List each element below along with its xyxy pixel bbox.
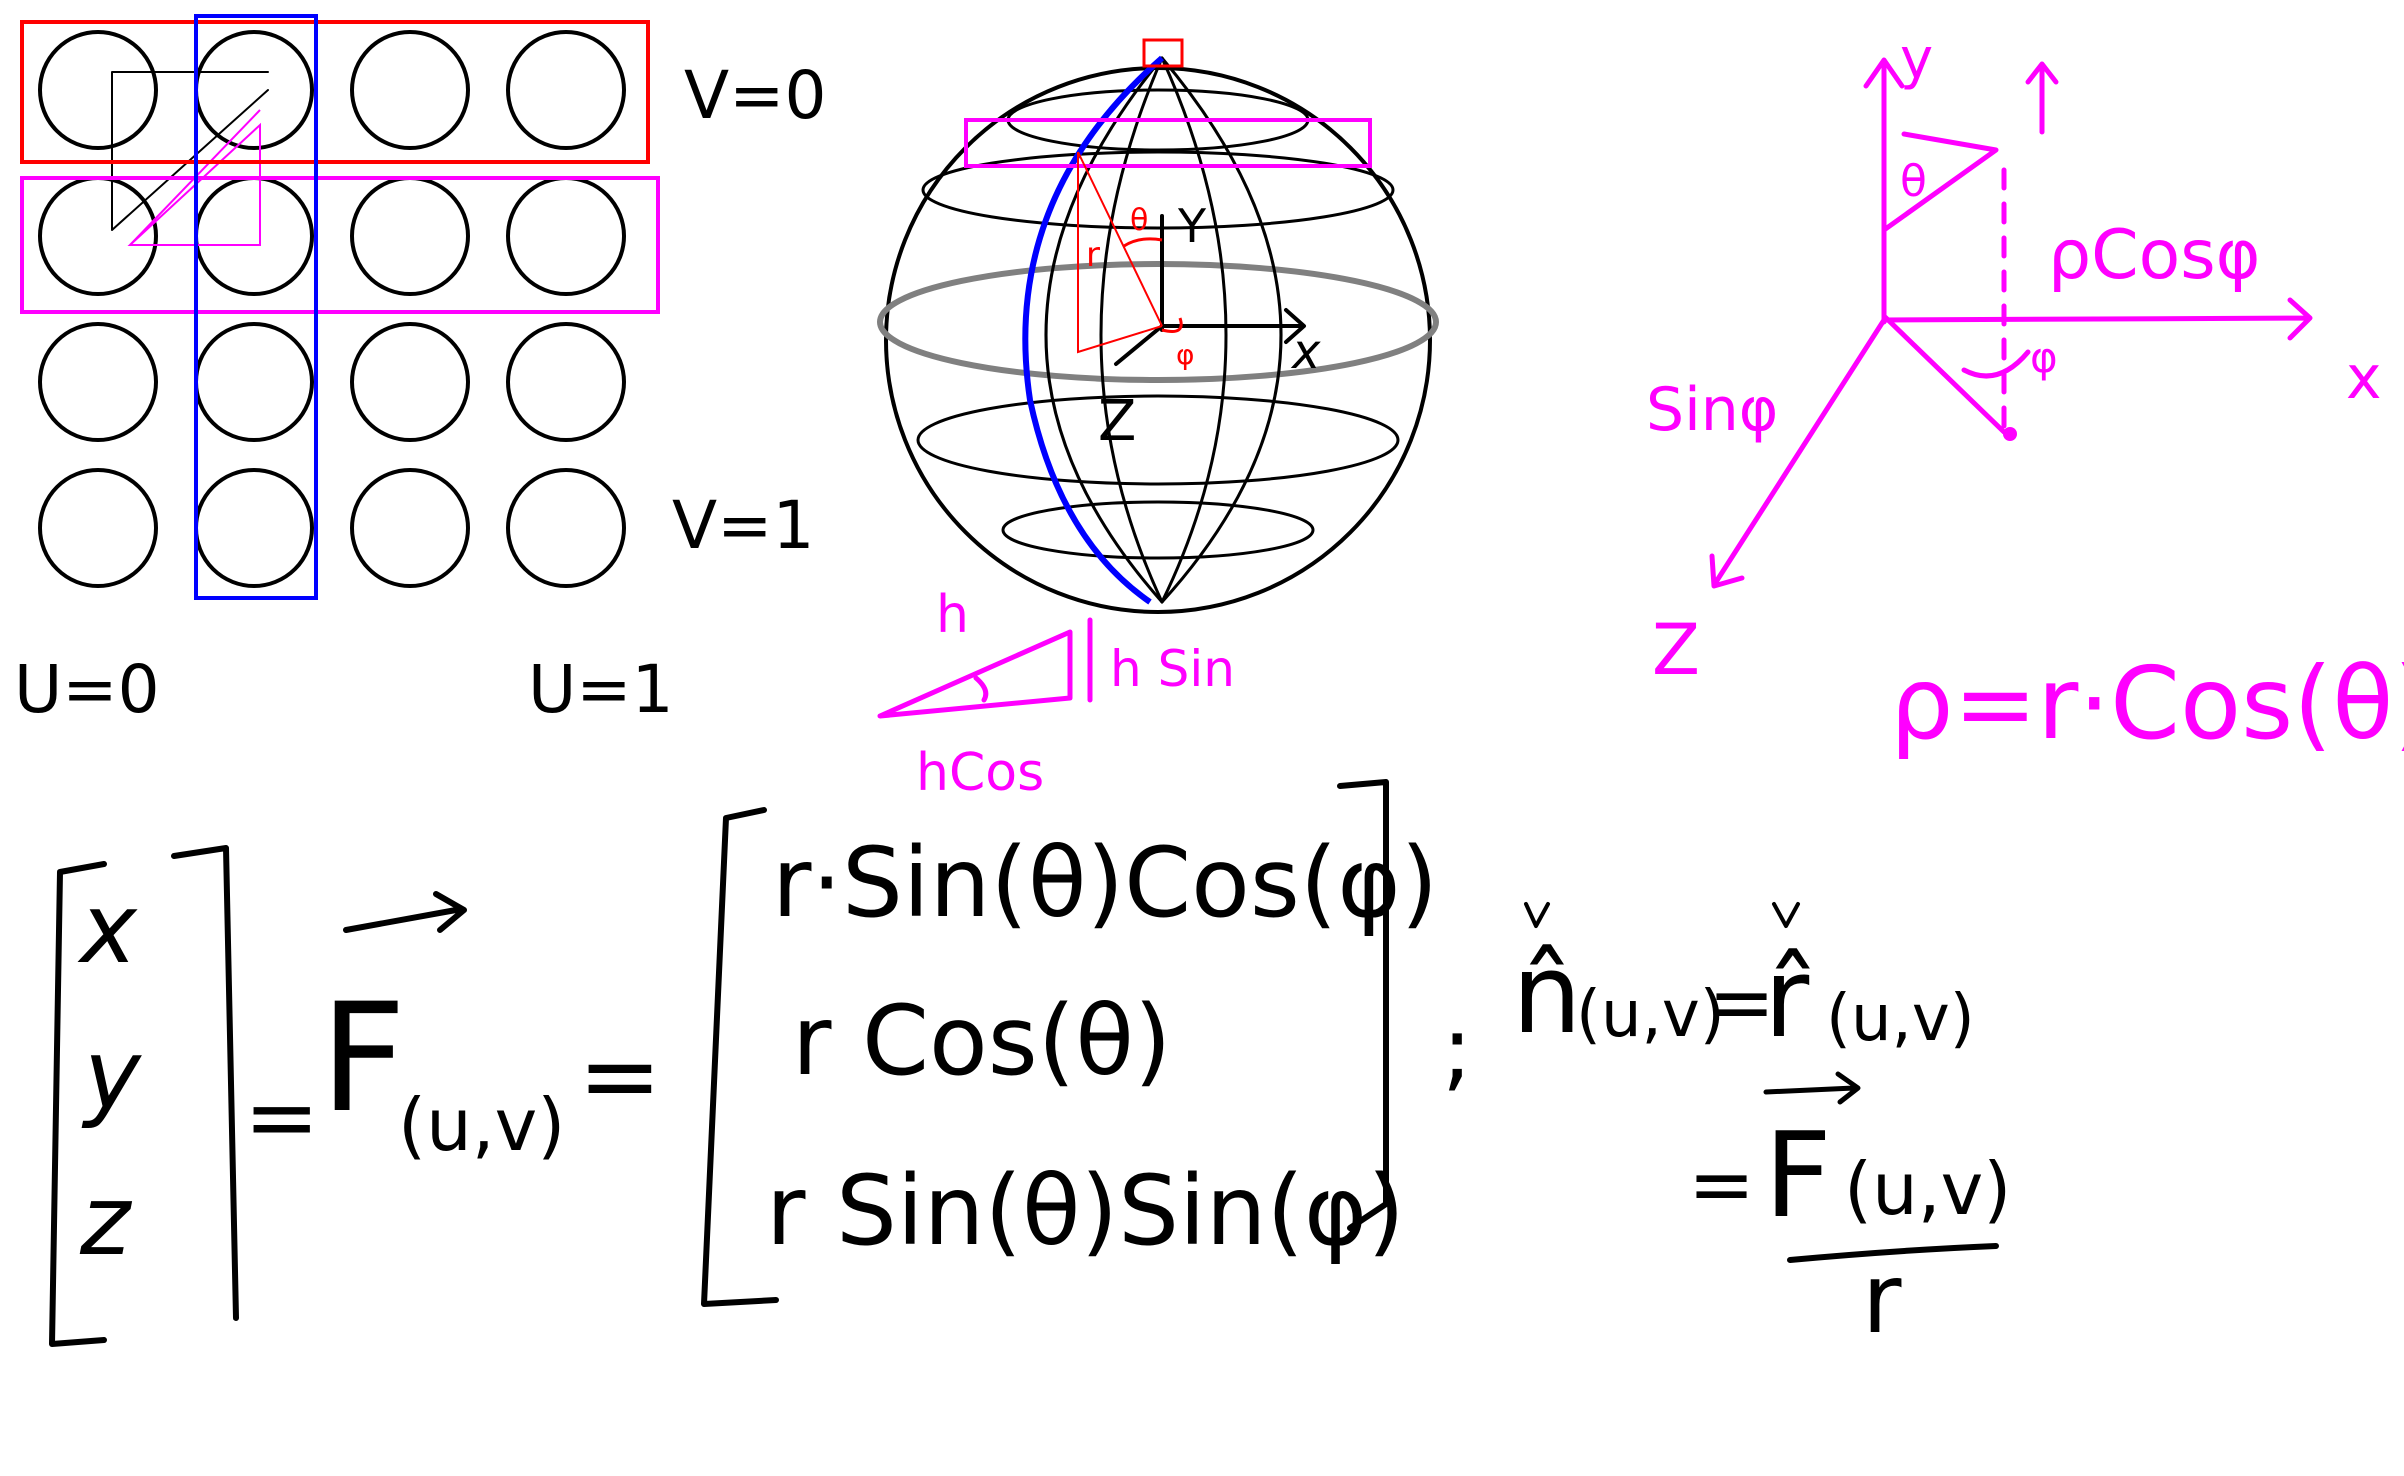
grid-circle: [506, 468, 626, 588]
rhs-bracket-left: [701, 807, 779, 1307]
r-subscript: (u,v): [1826, 982, 1975, 1056]
triangle-opp-label: h Sin: [1110, 640, 1235, 698]
rhs-row-1: r·Sin(θ)Cos(φ): [772, 827, 1438, 939]
grid-circle: [38, 30, 158, 150]
F-frac-arrow: [1763, 1071, 1861, 1105]
column-highlight-blue: [194, 14, 318, 600]
up-arrow-small: [2025, 61, 2059, 135]
grid-circle: [350, 468, 470, 588]
lhs-bracket-right: [171, 845, 239, 1321]
sphere-label-phi: φ: [1176, 338, 1194, 371]
axes3d-label-theta: θ: [1900, 156, 1927, 207]
longitude-line: [1160, 56, 1283, 604]
row-highlight-red: [20, 20, 650, 164]
row-highlight-magenta: [20, 176, 660, 314]
pole-marker: [1142, 38, 1184, 68]
grid-inner-lines: [111, 71, 269, 246]
grid-circle: [350, 30, 470, 150]
label-u0: U=0: [14, 651, 160, 728]
label-v0: V=0: [684, 57, 826, 134]
grid-circle: [350, 176, 470, 296]
latitude-line: [916, 394, 1400, 486]
highlighted-meridian: [1022, 55, 1164, 605]
3d-axes-diagram: y x Z θ φ ρCosφ Sinφ ρ=r·Cos(θ): [1646, 27, 2404, 762]
axes3d-rho-equation: ρ=r·Cos(θ): [1890, 645, 2404, 762]
label-u1: U=1: [528, 651, 674, 728]
triangle-hyp-label: h: [936, 585, 969, 645]
sphere-label-x: x: [1290, 324, 1321, 380]
sphere-label-r: r: [1086, 235, 1100, 275]
latitude-band-highlight: [964, 118, 1372, 168]
equals-4: =: [1688, 1138, 1755, 1231]
parametric-equation: x y z = F (u,v) = r·Sin(θ)Cos(φ) r Cos(θ…: [49, 779, 2011, 1355]
F-subscript: (u,v): [398, 1083, 565, 1167]
trig-triangle: h h Sin hCos: [877, 585, 1235, 803]
axes3d-label-sin: Sinφ: [1646, 375, 1778, 445]
sphere-diagram: Y x Z θ φ r: [877, 38, 1439, 614]
normal-n: n̂: [1512, 930, 1582, 1058]
sphere-x-axis: [1160, 308, 1306, 344]
grid-circle: [506, 176, 626, 296]
grid-circle: [350, 322, 470, 442]
longitude-line: [1160, 56, 1228, 604]
longitude-line: [1099, 56, 1164, 604]
equals-2: =: [578, 1017, 662, 1134]
grid-circle: [194, 468, 314, 588]
phi-arc: [1161, 317, 1183, 333]
axes3d-label-z: Z: [1652, 609, 1700, 691]
grid-circle: [38, 468, 158, 588]
axis-x-arrow: [1881, 297, 2313, 341]
r-hat: r̂: [1764, 934, 1810, 1062]
grid-circle: [194, 322, 314, 442]
theta-arc: [1123, 237, 1163, 248]
grid-circle: [194, 176, 314, 296]
F-frac-subscript: (u,v): [1844, 1147, 2011, 1231]
rhs-row-2: r Cos(θ): [792, 985, 1171, 1097]
axes3d-label-y: y: [1900, 27, 1933, 92]
longitude-line: [1044, 56, 1164, 604]
sphere-label-y: Y: [1177, 199, 1207, 253]
n-hat-caret: [1524, 902, 1550, 928]
upper-vector: [1881, 131, 1999, 233]
F-vector-arrow: [343, 891, 467, 933]
lhs-y: y: [81, 1019, 142, 1131]
r-hat-caret: [1772, 902, 1800, 928]
grid-circle: [506, 30, 626, 150]
separator: ;: [1442, 997, 1472, 1102]
F-symbol: F: [320, 972, 406, 1146]
F-frac-numerator: F: [1764, 1106, 1832, 1244]
equator: [877, 261, 1439, 383]
uv-grid-circles: [38, 30, 626, 588]
latitude-line: [1001, 500, 1315, 560]
latitude-line: [921, 150, 1395, 230]
rhs-row-3: r Sin(θ)Sin(φ): [766, 1155, 1405, 1267]
axes3d-label-phi: φ: [2030, 333, 2058, 382]
fraction-bar: [1787, 1243, 1999, 1263]
label-v1: V=1: [672, 487, 814, 564]
normal-subscript: (u,v): [1576, 978, 1725, 1052]
equals-1: =: [244, 1065, 319, 1170]
vector-endpoint: [2003, 427, 2017, 441]
sphere-label-z: Z: [1098, 389, 1136, 454]
axes3d-label-rho-cos: ρCosφ: [2048, 216, 2261, 295]
grid-circle: [38, 322, 158, 442]
lhs-x: x: [77, 873, 138, 985]
vector-arrow: [1881, 313, 2007, 435]
sphere-label-theta: θ: [1130, 203, 1148, 238]
axis-z-arrow: [1709, 317, 1887, 589]
lhs-z: z: [79, 1165, 133, 1277]
phi-arc-3d: [1961, 349, 2031, 379]
axes3d-label-x: x: [2346, 343, 2382, 413]
lhs-bracket-left: [49, 861, 107, 1347]
equals-3: =: [1708, 956, 1775, 1049]
sphere-z-axis: [1114, 324, 1164, 366]
triangle-adj-label: hCos: [916, 743, 1044, 803]
axis-y-arrow: [1863, 57, 1905, 325]
F-frac-denominator: r: [1862, 1243, 1902, 1355]
radius-construction: [1077, 151, 1163, 354]
grid-circle: [506, 322, 626, 442]
rhs-bracket-right: [1337, 779, 1389, 1231]
